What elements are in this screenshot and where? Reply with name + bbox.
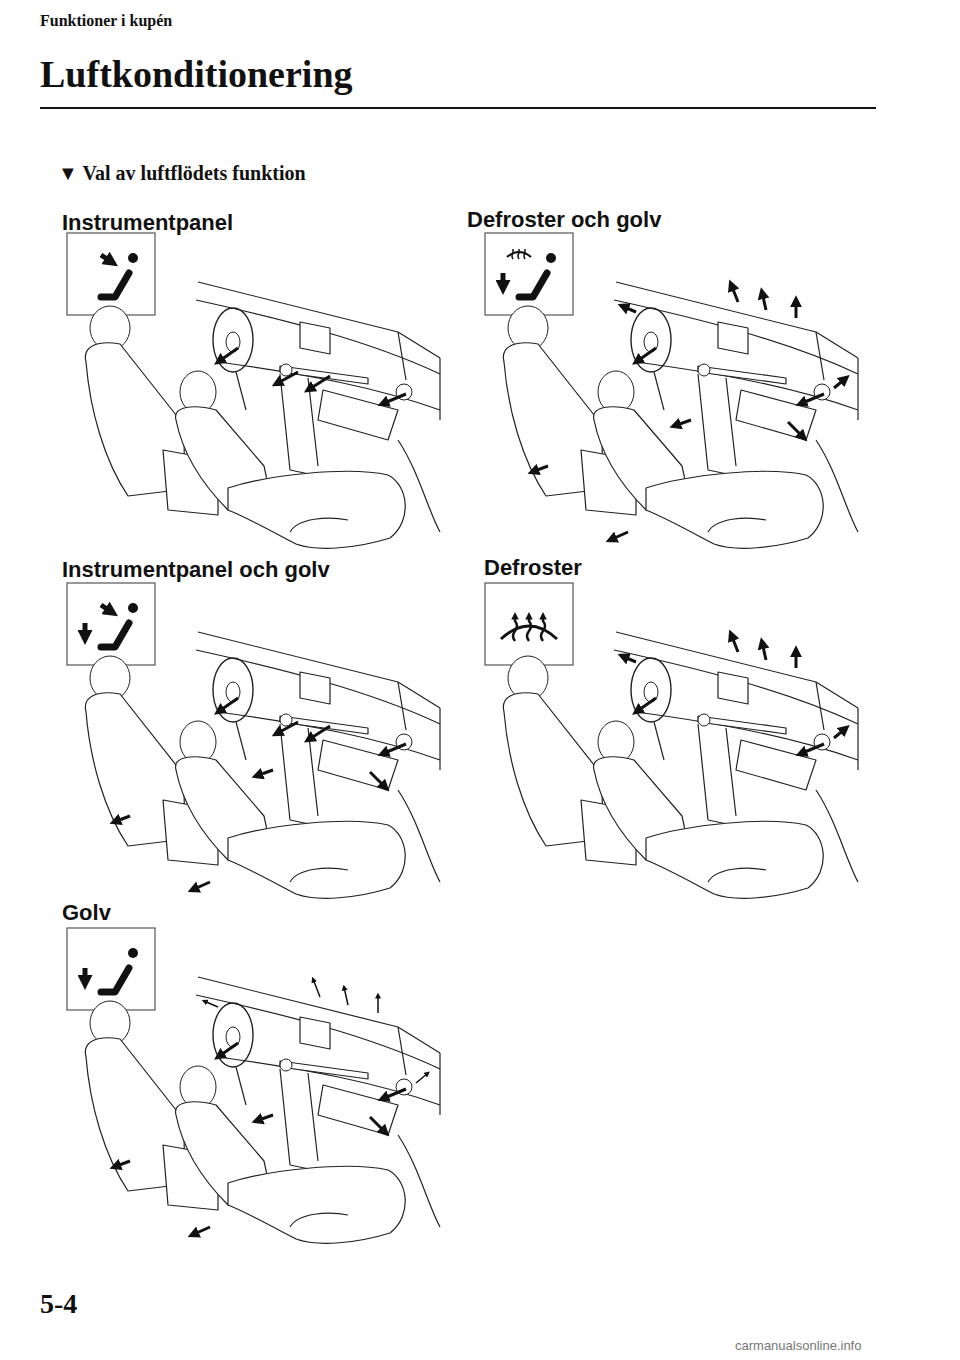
- mode-label: Instrumentpanel: [62, 210, 233, 236]
- airflow-arrow: [276, 722, 298, 734]
- airflow-arrow: [276, 372, 298, 384]
- airflow-arrow: [731, 284, 738, 302]
- airflow-arrow: [636, 348, 656, 362]
- airflow-arrow: [218, 1043, 238, 1057]
- page-title: Luftkonditionering: [40, 52, 353, 96]
- airflow-arrow: [795, 300, 798, 318]
- airflow-arrow: [382, 394, 406, 404]
- airflow-arrow: [308, 376, 330, 390]
- airflow-arrow: [800, 744, 824, 754]
- airflow-arrow: [636, 698, 656, 712]
- airflow-arrow: [416, 1073, 428, 1083]
- airflow-arrow: [762, 292, 766, 310]
- airflow-arrow: [532, 466, 548, 472]
- airflow-arrow: [218, 348, 238, 362]
- airflow-arrow: [795, 650, 798, 668]
- mode-icon: [485, 583, 573, 665]
- airflow-arrow: [674, 420, 691, 426]
- airflow-arrow: [370, 1117, 386, 1133]
- cabin-illustration: [85, 632, 440, 898]
- airflow-arrow: [218, 698, 238, 712]
- airflow-arrow: [788, 422, 804, 438]
- airflow-arrow: [610, 532, 628, 540]
- airflow-arrow: [800, 394, 824, 404]
- airflow-arrow: [382, 1089, 406, 1099]
- airflow-arrow: [344, 987, 348, 1005]
- running-header: Funktioner i kupén: [40, 12, 172, 30]
- watermark: carmanualsonline.info: [735, 1338, 861, 1353]
- airflow-arrow: [622, 656, 636, 662]
- airflow-arrow: [256, 770, 273, 776]
- airflow-arrow: [192, 882, 210, 890]
- airflow-arrow: [313, 979, 320, 997]
- section-heading: ▼ Val av luftflödets funktion: [58, 162, 306, 185]
- airflow-arrow: [204, 1001, 218, 1007]
- airflow-arrow: [834, 728, 846, 738]
- mode-icon: [67, 233, 155, 315]
- mode-icon: [485, 233, 573, 315]
- airflow-arrow: [192, 1227, 210, 1235]
- page-number: 5-4: [40, 1288, 77, 1320]
- mode-label: Defroster och golv: [467, 207, 661, 233]
- airflow-arrow: [382, 744, 406, 754]
- mode-icon: [67, 928, 155, 1010]
- airflow-arrow: [834, 378, 846, 388]
- airflow-arrow: [370, 772, 386, 788]
- airflow-arrow: [731, 634, 738, 652]
- airflow-arrow: [114, 1161, 130, 1167]
- title-rule: [40, 107, 876, 109]
- airflow-arrow: [762, 642, 766, 660]
- mode-label: Defroster: [484, 555, 582, 581]
- airflow-arrow: [256, 1115, 273, 1121]
- cabin-illustration: [503, 632, 858, 898]
- airflow-arrow: [377, 995, 379, 1013]
- airflow-arrow: [622, 306, 636, 312]
- mode-label: Instrumentpanel och golv: [62, 557, 330, 583]
- cabin-illustration: [85, 282, 440, 548]
- airflow-arrow: [114, 816, 130, 822]
- cabin-illustration: [503, 282, 858, 548]
- mode-label: Golv: [62, 900, 111, 926]
- airflow-arrow: [308, 726, 330, 740]
- mode-icon: [67, 583, 155, 665]
- cabin-illustration: [85, 977, 440, 1243]
